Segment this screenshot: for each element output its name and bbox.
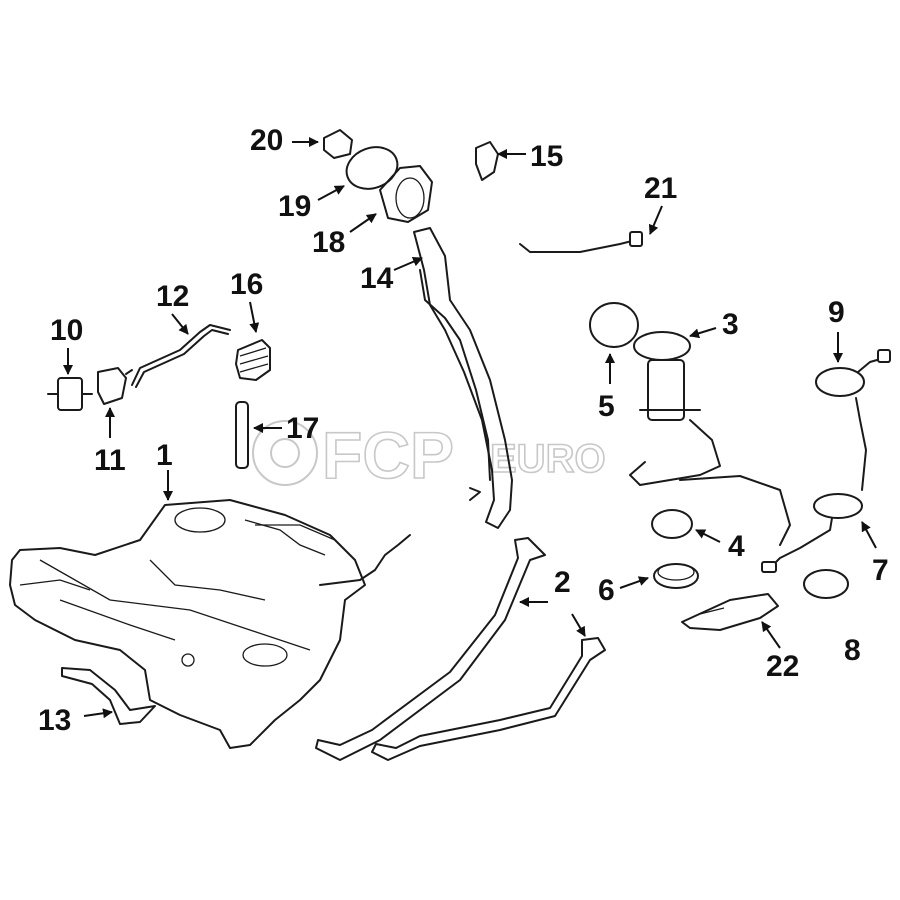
callout-label: 3 <box>722 308 739 341</box>
callout-12: 12 <box>156 280 189 335</box>
callout-14: 14 <box>360 256 423 295</box>
sender-gasket <box>803 569 849 599</box>
callout-label: 16 <box>230 268 263 301</box>
callout-label: 6 <box>598 574 615 607</box>
pump-seal-ring <box>589 302 639 348</box>
callout-16: 16 <box>230 268 263 333</box>
callout-19: 19 <box>278 185 345 223</box>
callout-label: 2 <box>554 566 571 599</box>
callout-label: 12 <box>156 280 189 313</box>
heat-shield <box>61 667 156 725</box>
callout-4: 4 <box>695 529 745 563</box>
callout-13: 13 <box>38 704 113 737</box>
fuel-level-sender <box>761 493 863 573</box>
fuel-cap <box>323 129 353 159</box>
callout-17: 17 <box>253 412 319 445</box>
vent-tube <box>235 401 249 469</box>
callout-label: 11 <box>94 444 126 477</box>
callout-label: 18 <box>312 226 345 259</box>
fuel-tank <box>9 499 411 749</box>
callout-label: 7 <box>872 554 889 587</box>
lock-ring <box>653 563 699 589</box>
fuel-line <box>131 324 231 388</box>
callout-18: 18 <box>312 213 377 259</box>
pump-gasket <box>651 509 693 539</box>
callout-label: 1 <box>156 439 173 472</box>
callout-label: 20 <box>250 124 283 157</box>
callout-label: 13 <box>38 704 71 737</box>
callout-6: 6 <box>598 574 649 607</box>
filter-bracket <box>97 367 133 405</box>
callout-1: 1 <box>156 439 173 501</box>
callout-label: 17 <box>286 412 319 445</box>
tank-straps <box>315 537 606 761</box>
filler-housing <box>379 165 433 223</box>
fuel-filter <box>47 377 93 411</box>
callout-label: 5 <box>598 390 615 423</box>
callout-20: 20 <box>250 124 319 157</box>
callout-label: 10 <box>50 314 83 347</box>
callout-label: 21 <box>644 172 677 205</box>
watermark-brand: FCP <box>322 418 454 492</box>
callout-7: 7 <box>861 521 889 587</box>
callout-label: 14 <box>360 262 394 295</box>
callout-3: 3 <box>689 308 739 341</box>
sender-ring <box>815 349 891 491</box>
sender-cover <box>681 593 779 631</box>
callout-5: 5 <box>598 353 615 423</box>
callout-10: 10 <box>50 314 83 375</box>
callout-label: 15 <box>530 140 563 173</box>
callout-8: 8 <box>844 634 861 667</box>
filler-neck <box>413 227 513 529</box>
callout-label: 9 <box>828 296 845 329</box>
callout-label: 22 <box>766 650 799 683</box>
callout-11: 11 <box>94 407 126 477</box>
callout-2: 2 <box>519 566 586 637</box>
callout-label: 4 <box>728 530 745 563</box>
callout-22: 22 <box>761 621 799 683</box>
callout-label: 8 <box>844 634 861 667</box>
hose-clip <box>475 141 499 181</box>
return-hose <box>519 231 643 253</box>
callout-15: 15 <box>497 140 563 173</box>
seal-ring <box>345 146 399 190</box>
callout-9: 9 <box>828 296 845 363</box>
callout-label: 19 <box>278 190 311 223</box>
fuel-pump-module <box>629 331 791 546</box>
callout-21: 21 <box>644 172 677 235</box>
filler-hose <box>235 339 271 381</box>
